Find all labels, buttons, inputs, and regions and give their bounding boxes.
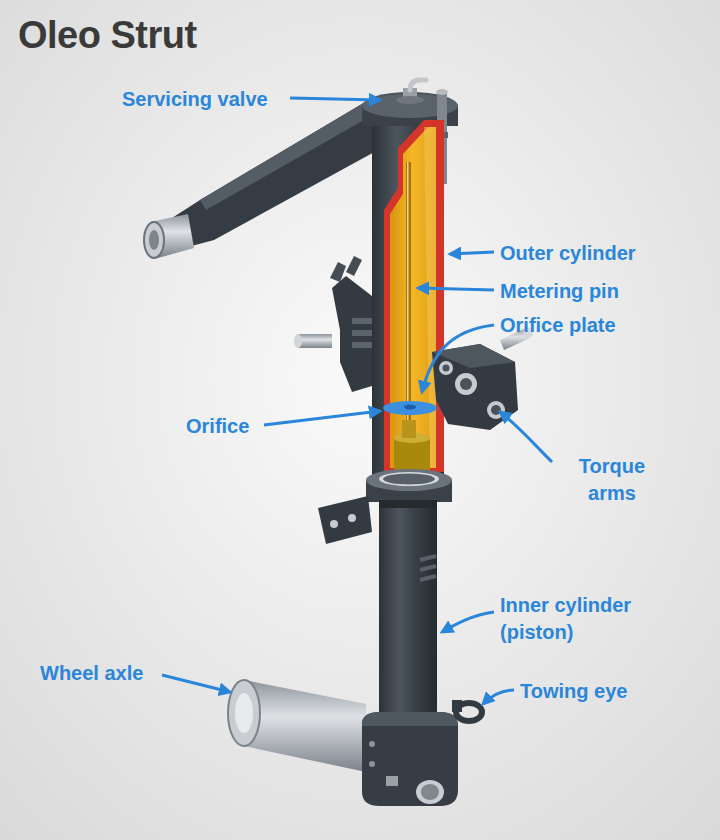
leader-line — [418, 288, 494, 290]
part-label: Outer cylinder — [500, 240, 636, 267]
servicing-valve — [410, 80, 426, 90]
towing-eye — [452, 700, 462, 712]
leader-line — [442, 612, 494, 632]
servicing-valve — [396, 80, 426, 104]
metering-pin — [406, 162, 411, 442]
metering-pin — [407, 162, 409, 442]
inner-cylinder — [379, 500, 437, 732]
inner-cylinder — [420, 556, 436, 580]
wheel-axle — [228, 680, 260, 746]
leader-line — [162, 675, 230, 692]
wheel-axle — [235, 693, 253, 733]
collar — [318, 496, 372, 544]
metering-pin — [406, 162, 411, 442]
upper-arm — [144, 222, 164, 258]
wheel-axle — [244, 680, 366, 772]
orifice-plate — [383, 401, 437, 415]
servicing-valve — [396, 96, 424, 104]
part-label: Towing eye — [520, 678, 627, 705]
outer-cylinder — [372, 118, 444, 480]
piston-head — [394, 420, 430, 470]
part-label: Orifice — [186, 413, 249, 440]
cutaway-oil-chamber — [424, 127, 436, 468]
part-label: Inner cylinder (piston) — [500, 592, 690, 646]
torque-arms — [487, 401, 505, 419]
left-bracket — [352, 318, 372, 324]
collar — [330, 520, 338, 528]
inner-cylinder — [379, 500, 437, 732]
leader-line — [500, 412, 552, 462]
axle-hub — [421, 784, 439, 800]
part-label: Orifice plate — [500, 312, 616, 339]
left-bracket — [294, 256, 372, 392]
orifice-plate — [404, 405, 416, 410]
orifice-plate — [383, 401, 437, 415]
torque-arms — [443, 365, 450, 372]
axle-hub — [386, 776, 398, 786]
leader-line — [422, 325, 494, 392]
wheel-axle — [228, 680, 366, 772]
axle-hub — [369, 741, 375, 747]
part-label: Metering pin — [500, 278, 619, 305]
left-bracket — [330, 262, 346, 282]
leader-line — [264, 411, 380, 425]
towing-eye — [452, 700, 482, 721]
collar — [383, 474, 435, 485]
part-label: Servicing valve — [122, 86, 268, 113]
piston-head — [402, 420, 416, 438]
axle-hub — [369, 761, 375, 767]
left-bracket — [332, 276, 372, 392]
left-bracket — [294, 334, 302, 348]
diagram-title: Oleo Strut — [18, 14, 197, 57]
axle-hub — [362, 712, 458, 806]
leader-line — [483, 690, 514, 704]
collar — [379, 472, 439, 486]
left-bracket — [352, 330, 372, 336]
leader-line — [450, 252, 494, 254]
upper-arm — [200, 98, 378, 210]
upper-arm — [149, 230, 159, 250]
left-bracket — [298, 334, 332, 348]
outer-cylinder — [362, 89, 458, 480]
torque-arms — [460, 378, 472, 390]
axle-hub — [362, 712, 458, 806]
axle-hub — [362, 712, 458, 726]
part-label: Torque arms — [553, 453, 671, 507]
left-bracket — [352, 342, 372, 348]
part-label: Wheel axle — [40, 660, 143, 687]
outer-cylinder — [436, 89, 448, 95]
axle-hub — [416, 780, 444, 804]
leader-line — [290, 98, 380, 100]
cutaway-oil-chamber — [384, 120, 444, 472]
collar — [366, 469, 452, 491]
cutaway-oil-chamber — [390, 127, 436, 468]
torque-arms — [455, 373, 477, 395]
inner-cylinder — [379, 500, 437, 508]
leader-lines — [162, 98, 552, 704]
collar — [348, 514, 356, 522]
cutaway-oil-chamber — [384, 120, 444, 472]
left-bracket — [346, 256, 362, 276]
torque-arms — [439, 361, 453, 375]
